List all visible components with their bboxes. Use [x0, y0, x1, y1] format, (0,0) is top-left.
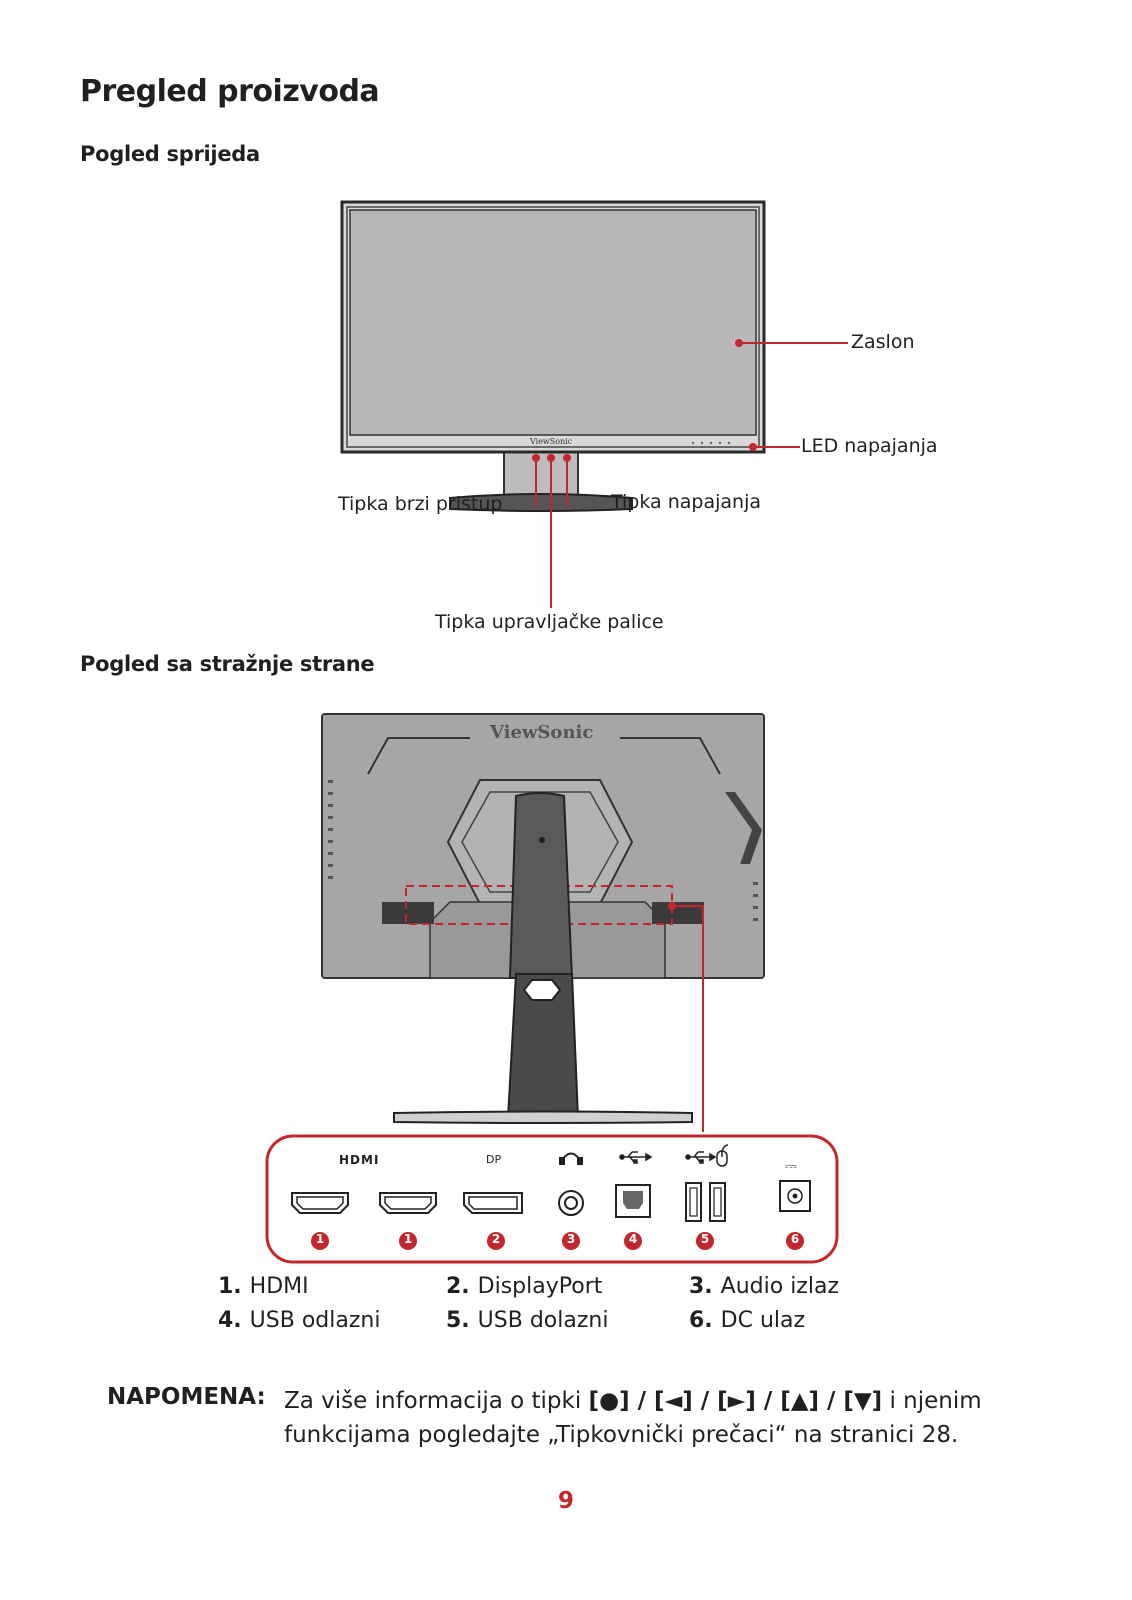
usb-icon: [619, 1151, 653, 1164]
label-joystick-key: Tipka upravljačke palice: [435, 611, 664, 633]
port-number-badge: 5: [700, 1232, 710, 1246]
joystick-callout-line: [550, 528, 552, 608]
headphone-icon: [559, 1152, 583, 1165]
legend-item: 3.Audio izlaz: [689, 1274, 839, 1299]
label-power-key: Tipka napajanja: [611, 491, 761, 513]
port-number-badge: 2: [491, 1232, 501, 1246]
displayport-port: [463, 1192, 523, 1214]
legend-item: 4.USB odlazni: [218, 1308, 381, 1333]
legend-item: 2.DisplayPort: [446, 1274, 603, 1299]
rear-brand-logo: ViewSonic: [490, 722, 594, 743]
page-number: 9: [557, 1488, 574, 1514]
dp-logo-label: DP: [486, 1153, 502, 1166]
front-view-heading: Pogled sprijeda: [80, 142, 260, 166]
label-screen: Zaslon: [851, 331, 915, 353]
usb-mouse-icon: [685, 1144, 729, 1167]
front-monitor-illustration: [340, 200, 848, 535]
rear-view-heading: Pogled sa stražnje strane: [80, 652, 375, 676]
port-panel: [265, 1134, 839, 1264]
note-text: Za više informacija o tipki [●] / [◄] / …: [284, 1388, 982, 1448]
screen: [349, 209, 757, 436]
label-power-led: LED napajanja: [801, 435, 938, 457]
page-title: Pregled proizvoda: [80, 74, 380, 109]
port-number-badge: 6: [790, 1232, 800, 1246]
dc-symbol-label: ⎓: [785, 1157, 797, 1175]
legend-item: 5.USB dolazni: [446, 1308, 609, 1333]
rear-monitor-illustration: [321, 713, 765, 1132]
usb-upstream-port-1: [685, 1182, 702, 1222]
front-brand-logo: ViewSonic: [530, 437, 573, 446]
front-stand-base: [449, 493, 633, 512]
label-quick-access-key: Tipka brzi pristup: [338, 493, 503, 515]
usb-upstream-port-2: [709, 1182, 726, 1222]
port-number-badge: 4: [628, 1232, 638, 1246]
port-number-badge: 3: [566, 1232, 576, 1246]
legend-item: 6.DC ulaz: [689, 1308, 806, 1333]
note-keys: [●] / [◄] / [►] / [▲] / [▼]: [588, 1388, 883, 1414]
port-number-badge: 1: [315, 1232, 325, 1246]
hdmi-logo-label: HDMI: [339, 1153, 380, 1167]
hdmi-port-1: [291, 1192, 349, 1214]
note-label: NAPOMENA:: [107, 1384, 266, 1410]
hdmi-port-2: [379, 1192, 437, 1214]
port-number-badge: 1: [403, 1232, 413, 1246]
legend-item: 1.HDMI: [218, 1274, 309, 1299]
